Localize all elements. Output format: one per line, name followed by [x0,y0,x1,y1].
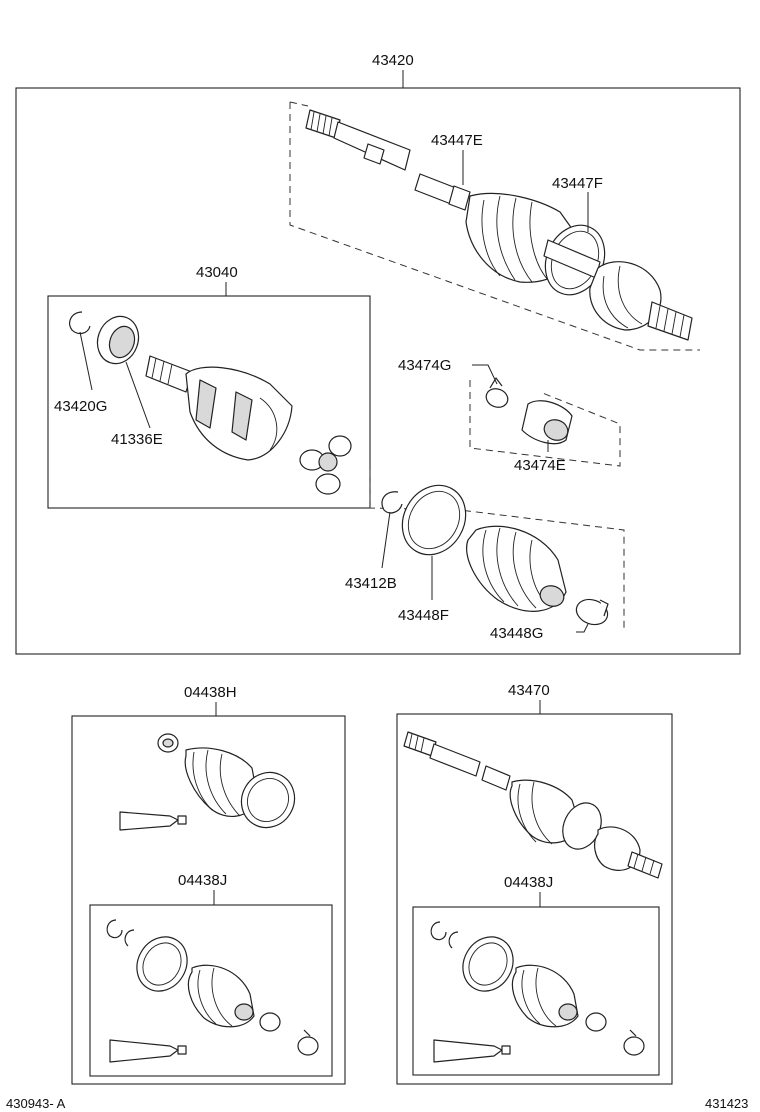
kit-right-frame [396,713,673,1085]
clamp-43474G-part [485,377,509,408]
inner-boot-dashed-outline [369,470,625,632]
label-04438J-left: 04438J [178,872,227,889]
drive-shaft-upper [305,109,693,341]
label-43474E: 43474E [514,457,566,474]
inner-boot-part [466,525,567,612]
kit-left-frame [71,715,346,1085]
label-43447E: 43447E [431,132,483,149]
snap-ring-part [69,311,91,335]
kit-left-inner-frame [89,904,333,1077]
kit-right-inner-frame [412,906,660,1076]
label-43420: 43420 [372,52,414,69]
damper-dashed-outline [469,380,621,467]
label-43470: 43470 [508,682,550,699]
label-04438H: 04438H [184,684,237,701]
kit-right-inner-parts [430,921,645,1063]
kit-left-inner-parts [106,919,319,1063]
shaft-dashed-outline [289,102,700,351]
label-41336E: 41336E [111,431,163,448]
damper-43474E-part [521,400,573,445]
dust-seal-part [96,315,140,365]
main-assembly-frame [15,87,741,655]
label-43420G: 43420G [54,398,107,415]
tripod-part [299,435,352,495]
kit-left-outer-boot [119,733,296,831]
label-43412B: 43412B [345,575,397,592]
label-04438J-right: 04438J [504,874,553,891]
label-43448G: 43448G [490,625,543,642]
label-43447F: 43447F [552,175,603,192]
label-43448F: 43448F [398,607,449,624]
inner-snap-ring-part [381,491,403,514]
kit-right-shaft [403,731,663,879]
inner-cv-housing-part [145,355,293,461]
label-43474G: 43474G [398,357,451,374]
inner-boot-band-part [401,484,467,556]
inner-boot-clamp-part [575,598,609,626]
label-43040: 43040 [196,264,238,281]
footer-left-code: 430943- A [6,1096,66,1111]
inner-joint-frame [47,295,371,509]
footer-right-code: 431423 [705,1096,748,1111]
